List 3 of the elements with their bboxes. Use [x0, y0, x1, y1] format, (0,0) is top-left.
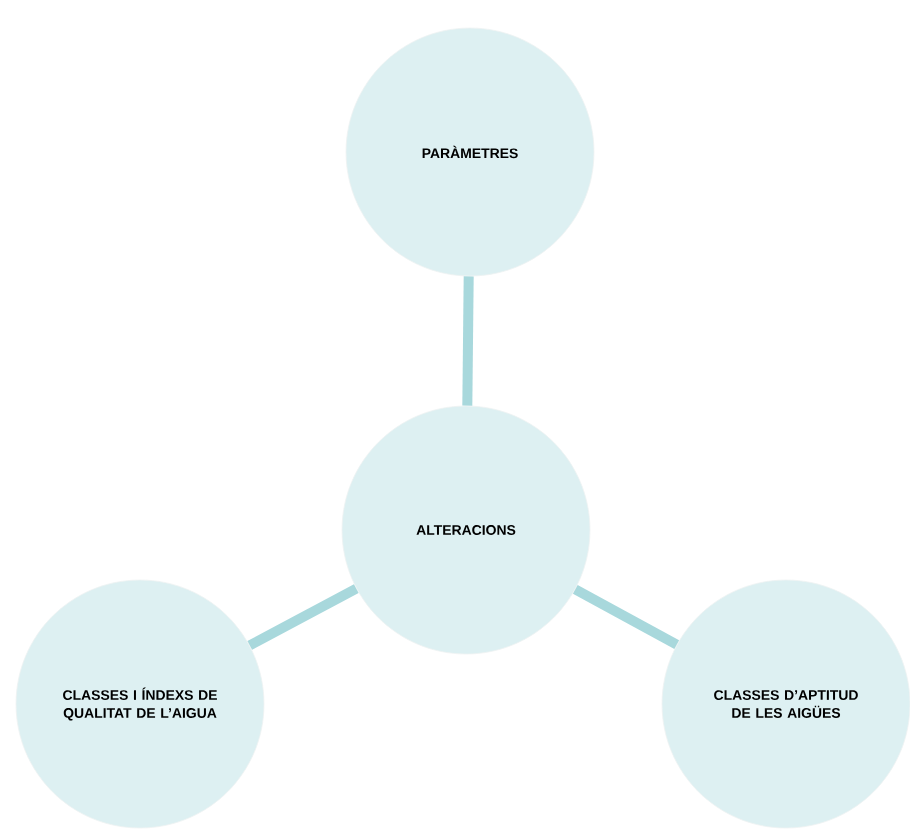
connector-line: [572, 585, 680, 649]
connector-line: [462, 276, 474, 406]
connector-line: [247, 584, 359, 650]
